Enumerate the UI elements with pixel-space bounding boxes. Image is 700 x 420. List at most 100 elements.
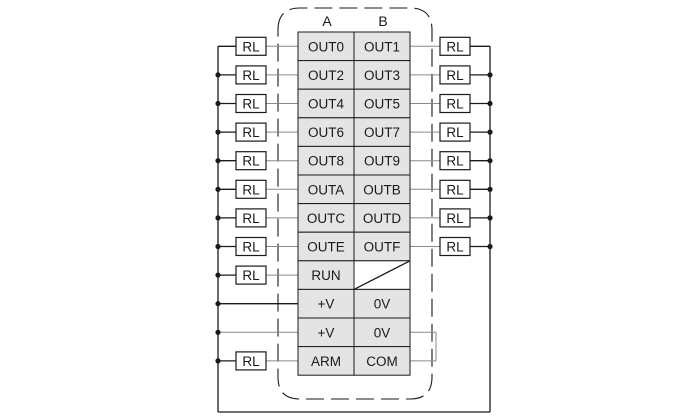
junction-dot bbox=[215, 243, 221, 250]
column-b-header: B bbox=[378, 13, 387, 29]
junction-dot bbox=[487, 129, 493, 135]
junction-dot bbox=[215, 358, 221, 364]
terminal-label-b: OUT5 bbox=[364, 97, 400, 112]
relay-box-left bbox=[235, 236, 267, 257]
terminal-cell-a bbox=[297, 203, 355, 233]
terminal-cell-a bbox=[297, 231, 355, 262]
terminal-label-b: OUTD bbox=[363, 211, 401, 226]
terminal-label-b: OUT3 bbox=[364, 68, 400, 83]
junction-dot bbox=[215, 272, 221, 278]
terminal-label-a: +V bbox=[318, 325, 335, 340]
terminal-label-a: OUT4 bbox=[308, 97, 344, 112]
relay-box-right bbox=[439, 208, 471, 228]
terminal-label-b: OUT9 bbox=[364, 154, 400, 169]
relay-box-right bbox=[439, 122, 471, 142]
relay-label-right: RL bbox=[446, 182, 464, 197]
junction-dot bbox=[215, 158, 221, 164]
terminal-cell-a bbox=[297, 260, 355, 290]
terminal-label-b: OUT7 bbox=[364, 125, 400, 140]
terminal-cell-a bbox=[297, 346, 355, 376]
relay-box-right bbox=[439, 151, 471, 171]
junction-dot bbox=[215, 129, 221, 135]
terminal-cell-a bbox=[297, 60, 355, 90]
junction-dot bbox=[487, 186, 493, 192]
relay-box-right bbox=[439, 236, 471, 257]
relay-label-right: RL bbox=[446, 154, 464, 169]
relay-box-left bbox=[235, 208, 267, 228]
terminal-cell-b bbox=[353, 31, 411, 62]
relay-label-left: RL bbox=[242, 240, 260, 255]
terminal-label-b: OUTB bbox=[363, 182, 401, 197]
terminal-cell-b bbox=[353, 288, 411, 319]
relay-label-left: RL bbox=[242, 154, 260, 169]
relay-label-left: RL bbox=[242, 211, 260, 226]
relay-label-right: RL bbox=[446, 125, 464, 140]
relay-box-right bbox=[439, 93, 471, 114]
terminal-cell-b bbox=[353, 317, 411, 348]
relay-box-right bbox=[439, 36, 471, 56]
junction-dot bbox=[215, 329, 221, 335]
terminal-cell-a bbox=[297, 317, 355, 348]
junction-dot bbox=[215, 186, 221, 192]
terminal-cell-a bbox=[297, 31, 355, 62]
relay-label-right: RL bbox=[446, 68, 464, 83]
terminal-label-a: OUTC bbox=[307, 211, 345, 226]
relay-box-left bbox=[235, 265, 267, 285]
terminal-cell-b bbox=[353, 88, 411, 119]
relay-label-right: RL bbox=[446, 97, 464, 112]
terminal-label-b: OUT1 bbox=[364, 39, 400, 54]
relay-box-left bbox=[235, 36, 267, 56]
terminal-label-a: OUTA bbox=[308, 182, 345, 197]
junction-dot bbox=[215, 301, 221, 307]
terminal-cell-b bbox=[353, 346, 411, 376]
terminal-label-a: OUT8 bbox=[308, 154, 344, 169]
relay-label-left: RL bbox=[242, 39, 260, 54]
terminal-cell-b bbox=[353, 145, 411, 176]
terminal-label-a: RUN bbox=[311, 268, 340, 283]
terminal-label-b: OUTF bbox=[364, 240, 401, 255]
relay-label-left: RL bbox=[242, 68, 260, 83]
terminal-cell-b bbox=[353, 117, 411, 147]
junction-dot bbox=[215, 72, 221, 78]
relay-box-right bbox=[439, 65, 471, 85]
junction-dot bbox=[487, 100, 493, 107]
junction-dot bbox=[215, 100, 221, 107]
relay-box-left bbox=[235, 151, 267, 171]
relay-box-right bbox=[439, 179, 471, 199]
relay-box-left bbox=[235, 65, 267, 85]
relay-label-left: RL bbox=[242, 354, 260, 369]
terminal-label-a: +V bbox=[318, 297, 335, 312]
column-a-header: A bbox=[322, 13, 332, 29]
relay-label-left: RL bbox=[242, 97, 260, 112]
terminal-cell-a bbox=[297, 88, 355, 119]
junction-dot bbox=[487, 158, 493, 164]
terminal-cell-a bbox=[297, 145, 355, 176]
relay-box-left bbox=[235, 179, 267, 199]
terminal-label-b: COM bbox=[366, 354, 398, 369]
junction-dot bbox=[487, 243, 493, 250]
relay-box-left bbox=[235, 93, 267, 114]
connector-outline bbox=[277, 7, 433, 400]
relay-label-right: RL bbox=[446, 211, 464, 226]
relay-label-left: RL bbox=[242, 125, 260, 140]
terminal-label-b: 0V bbox=[374, 325, 391, 340]
terminal-label-a: OUT2 bbox=[308, 68, 344, 83]
relay-label-left: RL bbox=[242, 182, 260, 197]
relay-label-right: RL bbox=[446, 240, 464, 255]
relay-label-left: RL bbox=[242, 268, 260, 283]
unused-slash bbox=[353, 260, 411, 290]
terminal-label-a: OUTE bbox=[307, 240, 345, 255]
terminal-cell-b bbox=[353, 203, 411, 233]
jumper-0v-to-com bbox=[410, 331, 437, 362]
relay-box-left bbox=[235, 122, 267, 142]
terminal-label-a: ARM bbox=[311, 354, 341, 369]
junction-dot bbox=[215, 215, 221, 221]
terminal-cell-a bbox=[297, 174, 355, 205]
terminal-label-b: 0V bbox=[374, 297, 391, 312]
terminal-cell-a bbox=[297, 288, 355, 319]
terminal-label-a: OUT6 bbox=[308, 125, 344, 140]
junction-dot bbox=[487, 215, 493, 221]
relay-label-right: RL bbox=[446, 39, 464, 54]
terminal-cell-b bbox=[353, 231, 411, 262]
